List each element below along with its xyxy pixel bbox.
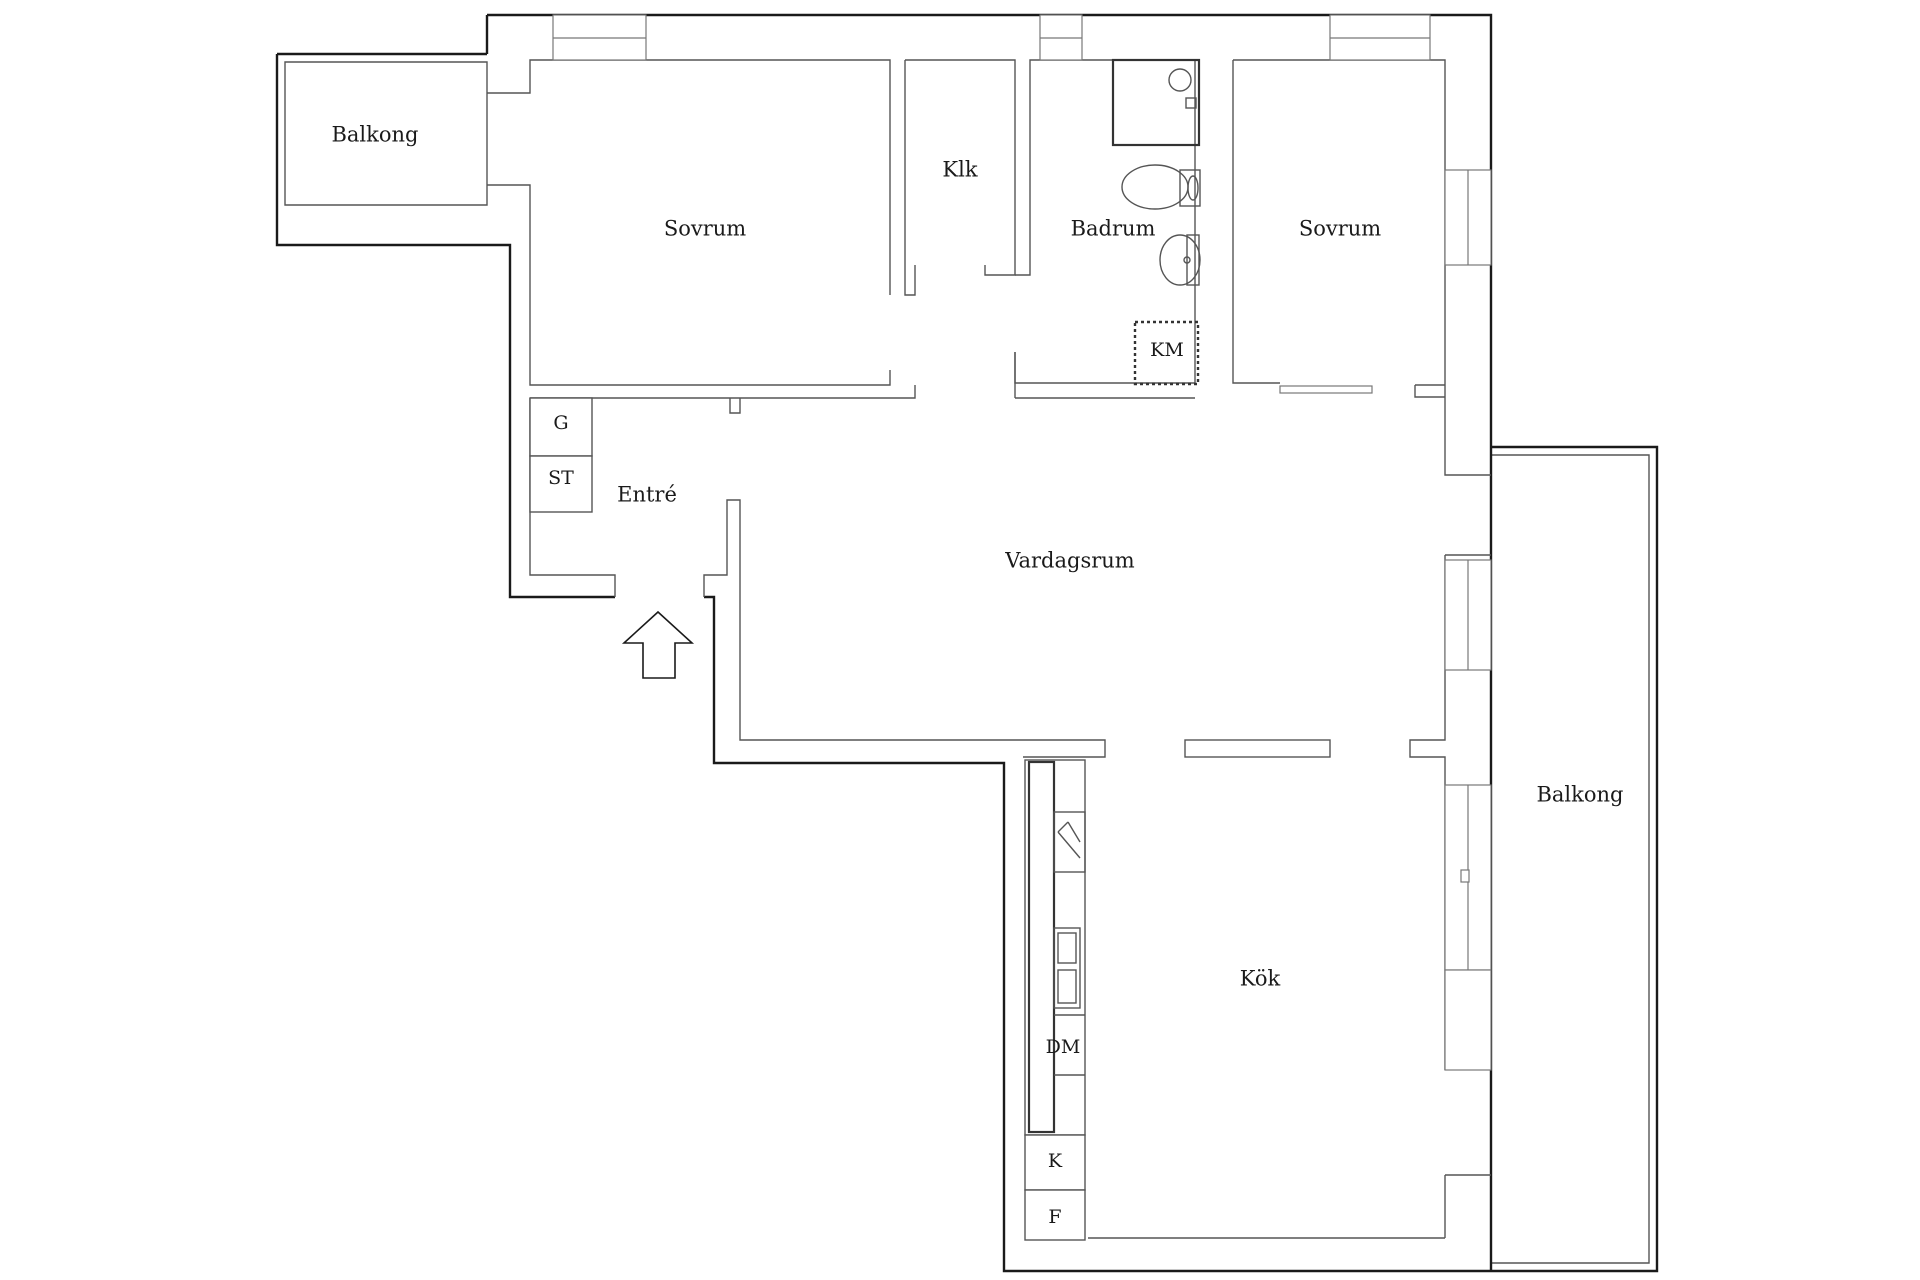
entrance-arrow-icon bbox=[621, 610, 695, 679]
wall-sovrum-left-side bbox=[487, 184, 891, 386]
fixture-label-f: F bbox=[1048, 1206, 1061, 1228]
fixture-labels: G ST KM DM K F bbox=[548, 339, 1184, 1228]
fridge-k bbox=[1024, 1134, 1086, 1191]
wall-sovrum-right-left bbox=[1232, 60, 1280, 384]
room-label-entre: Entré bbox=[617, 483, 677, 507]
door-handle-kok bbox=[1460, 869, 1470, 883]
room-label-vardagsrum: Vardagsrum bbox=[1004, 549, 1135, 573]
outer-wall-bottom-left bbox=[704, 595, 1491, 1273]
wall-sovrum-right-top bbox=[1233, 59, 1491, 476]
wall-klk-left bbox=[904, 60, 916, 296]
washing-machine-box bbox=[1133, 320, 1200, 386]
balcony-left-inner bbox=[284, 61, 488, 206]
wall-sovrum-left-top bbox=[487, 59, 891, 295]
room-label-balkong-right: Balkong bbox=[1536, 783, 1623, 807]
room-label-klk: Klk bbox=[942, 158, 977, 182]
bathroom-fixtures bbox=[1111, 58, 1201, 386]
partition-vardagsrum-kok bbox=[1184, 739, 1331, 758]
room-label-balkong-top: Balkong bbox=[331, 123, 418, 147]
outer-wall-top bbox=[487, 13, 1493, 447]
wall-vardagsrum-left bbox=[703, 499, 1106, 758]
fixture-label-km: KM bbox=[1150, 339, 1184, 361]
window-kok-lower bbox=[1444, 969, 1492, 1071]
wall-kok-right-bottom bbox=[1088, 1174, 1491, 1239]
windows bbox=[552, 14, 1492, 1071]
freezer-f bbox=[1024, 1189, 1086, 1241]
sliding-door-sovrum bbox=[1279, 385, 1373, 394]
shower-icon bbox=[1111, 58, 1201, 147]
balcony-left-outline bbox=[275, 52, 615, 599]
fixture-label-k: K bbox=[1048, 1150, 1063, 1172]
stove-icon bbox=[1053, 811, 1086, 873]
wall-entre-top bbox=[530, 385, 916, 414]
room-label-sovrum-right: Sovrum bbox=[1299, 217, 1381, 241]
fixture-label-st: ST bbox=[548, 467, 574, 489]
sink-icon bbox=[1159, 234, 1201, 286]
entre-fixtures bbox=[529, 397, 593, 513]
balcony-right-outline bbox=[1491, 445, 1659, 1273]
kitchen-fixtures bbox=[1024, 759, 1086, 1241]
wall-badrum-bottom bbox=[1014, 352, 1195, 399]
room-label-sovrum-left: Sovrum bbox=[664, 217, 746, 241]
fixture-label-dm: DM bbox=[1046, 1036, 1081, 1058]
room-label-badrum: Badrum bbox=[1071, 217, 1156, 241]
wall-sovrum-right-stub bbox=[1414, 384, 1445, 398]
room-label-kok: Kök bbox=[1240, 967, 1281, 991]
room-labels: Balkong Sovrum Klk Badrum Sovrum Entré V… bbox=[331, 123, 1623, 991]
wardrobe-g bbox=[529, 397, 593, 457]
fixture-label-g: G bbox=[553, 412, 568, 434]
balcony-right-inner bbox=[1491, 454, 1650, 1264]
wardrobe-st bbox=[529, 455, 593, 513]
toilet-icon bbox=[1121, 164, 1201, 210]
kitchen-sink-icon bbox=[1053, 927, 1081, 1009]
